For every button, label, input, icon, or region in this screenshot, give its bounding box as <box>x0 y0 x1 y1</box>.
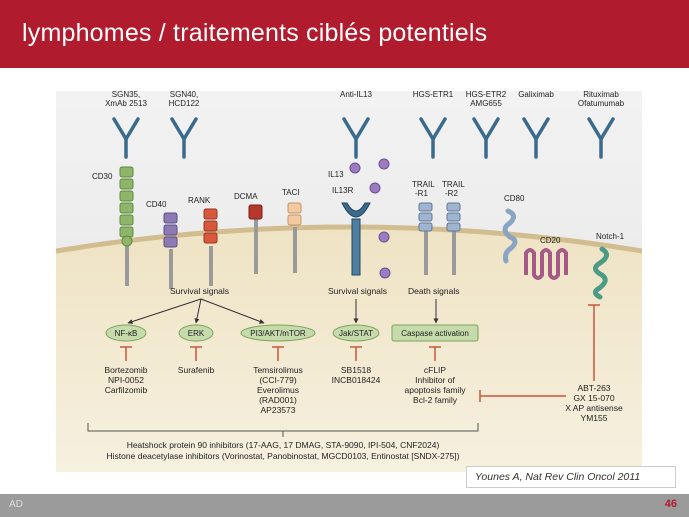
drug-pi3k-4: (RAD001) <box>259 395 297 405</box>
receptor-dcma <box>248 204 263 274</box>
drug-caspase-4: Bcl-2 family <box>413 395 458 405</box>
antibody-icon-anti-il13 <box>342 117 370 159</box>
page-number: 46 <box>664 498 677 510</box>
signal-label-survival-left: Survival signals <box>170 286 229 296</box>
receptor-label-notch1: Notch-1 <box>596 232 625 241</box>
drug-lists: Bortezomib NPI-0052 Carfilzomib Surafeni… <box>105 365 624 423</box>
antibody-icon-sgn35 <box>112 117 140 159</box>
receptor-label-trail-r1: TRAIL <box>412 180 435 189</box>
pathway-box-caspase <box>391 324 479 342</box>
antibody-icon-galiximab <box>522 117 550 159</box>
drug-nfkb-1: Bortezomib <box>105 365 148 375</box>
receptor-label-cd30: CD30 <box>92 172 113 181</box>
antibody-label-hcd122: HCD122 <box>169 99 200 108</box>
citation-box: Younes A, Nat Rev Clin Oncol 2011 <box>466 466 676 488</box>
antibody-label-hgs-etr1: HGS-ETR1 <box>413 91 454 99</box>
drug-right-3: X AP antisense <box>565 403 623 413</box>
antibody-icons <box>112 117 615 159</box>
receptor-rank <box>203 208 218 286</box>
receptor-label-cd80: CD80 <box>504 194 525 203</box>
drug-jak-1: SB1518 <box>341 365 372 375</box>
cytoplasm <box>56 227 642 472</box>
pathway-pill-pi3k <box>240 324 316 342</box>
antibody-label-rituximab: Rituximab <box>583 91 619 99</box>
antibody-label-sgn35: SGN35, <box>112 91 140 99</box>
drug-pi3k-3: Everolimus <box>257 385 299 395</box>
drug-nfkb-3: Carfilzomib <box>105 385 148 395</box>
receptor-il13r <box>341 202 371 276</box>
receptor-label-cd40: CD40 <box>146 200 167 209</box>
antibody-icon-hgs-etr2 <box>472 117 500 159</box>
drug-caspase-3: apoptosis family <box>405 385 467 395</box>
hdac-inhibitors: Histone deacetylase inhibitors (Vorinost… <box>107 451 460 461</box>
drug-right-4: YM155 <box>581 413 608 423</box>
receptor-notch1 <box>592 246 609 300</box>
drug-right-2: GX 15-070 <box>573 393 614 403</box>
antibody-icon-rituximab <box>587 117 615 159</box>
signal-label-survival-mid: Survival signals <box>328 286 387 296</box>
pathway-label-pi3k: PI3/AKT/mTOR <box>250 329 306 338</box>
hsp90-inhibitors: Heatshock protein 90 inhibitors (17-AAG,… <box>127 440 440 450</box>
receptor-label-rank: RANK <box>188 196 211 205</box>
pathway-label-nfkb: NF-κB <box>115 329 138 338</box>
inhibition-marks <box>120 304 600 402</box>
receptor-label-taci: TACI <box>282 188 300 197</box>
pathway-label-jak: Jak/STAT <box>339 329 373 338</box>
receptor-label-il13r: IL13R <box>332 186 354 195</box>
receptor-cd40 <box>163 212 178 289</box>
pathway-svg: SGN35, XmAb 2513 SGN40, HCD122 Anti-IL13… <box>56 91 642 472</box>
title-bar: lymphomes / traitements ciblés potentiel… <box>0 0 689 68</box>
antibody-label-sgn40: SGN40, <box>170 91 198 99</box>
pathway-label-erk: ERK <box>188 329 205 338</box>
footer-bar: AD 46 <box>0 494 689 517</box>
receptor-label-trail-r1-suffix: -R1 <box>415 189 428 198</box>
pathway-diagram: SGN35, XmAb 2513 SGN40, HCD122 Anti-IL13… <box>56 91 642 472</box>
antibody-icon-hgs-etr1 <box>419 117 447 159</box>
receptor-label-trail-r2: TRAIL <box>442 180 465 189</box>
antibody-icon-sgn40 <box>170 117 198 159</box>
drug-jak-2: INCB018424 <box>332 375 381 385</box>
drug-pi3k-5: AP23573 <box>261 405 296 415</box>
antibody-label-hgs-etr2: HGS-ETR2 <box>466 91 507 99</box>
receptor-label-cd20: CD20 <box>540 236 561 245</box>
antibody-label-amg655: AMG655 <box>470 99 502 108</box>
drug-pi3k-1: Temsirolimus <box>253 365 303 375</box>
pathway-pill-erk <box>178 324 214 342</box>
drug-caspase-2: Inhibitor of <box>415 375 455 385</box>
drug-erk-1: Surafenib <box>178 365 215 375</box>
slide-title: lymphomes / traitements ciblés potentiel… <box>22 19 488 47</box>
antibody-label-anti-il13: Anti-IL13 <box>340 91 373 99</box>
drug-pi3k-2: (CCI-779) <box>259 375 296 385</box>
pathway-nodes: NF-κB ERK PI3/AKT/mTOR Jak/STAT Caspase … <box>105 324 479 342</box>
drug-caspase-1: cFLIP <box>424 365 447 375</box>
pathway-label-caspase: Caspase activation <box>401 329 469 338</box>
antibody-label-galiximab: Galiximab <box>518 91 554 99</box>
receptor-trail-r1 <box>418 202 433 275</box>
drug-right-1: ABT-263 <box>577 383 610 393</box>
signal-arrows <box>127 298 439 324</box>
cell-membrane <box>56 224 642 254</box>
receptor-cd30 <box>119 166 134 286</box>
receptor-trail-r2 <box>446 202 461 275</box>
receptor-cd20 <box>524 248 568 280</box>
drug-nfkb-2: NPI-0052 <box>108 375 144 385</box>
footer-author: AD <box>9 499 23 510</box>
receptor-label-trail-r2-suffix: -R2 <box>445 189 458 198</box>
receptor-taci <box>287 202 302 273</box>
receptor-label-dcma: DCMA <box>234 192 258 201</box>
pathway-pill-nfkb <box>105 324 147 342</box>
signal-label-death: Death signals <box>408 286 460 296</box>
il13-ligands <box>349 158 391 279</box>
ligand-label-il13: IL13 <box>328 170 344 179</box>
pathway-pill-jak <box>332 324 380 342</box>
receptor-cd80 <box>502 208 518 264</box>
antibody-label-ofatumumab: Ofatumumab <box>578 99 625 108</box>
antibody-label-xmab: XmAb 2513 <box>105 99 147 108</box>
